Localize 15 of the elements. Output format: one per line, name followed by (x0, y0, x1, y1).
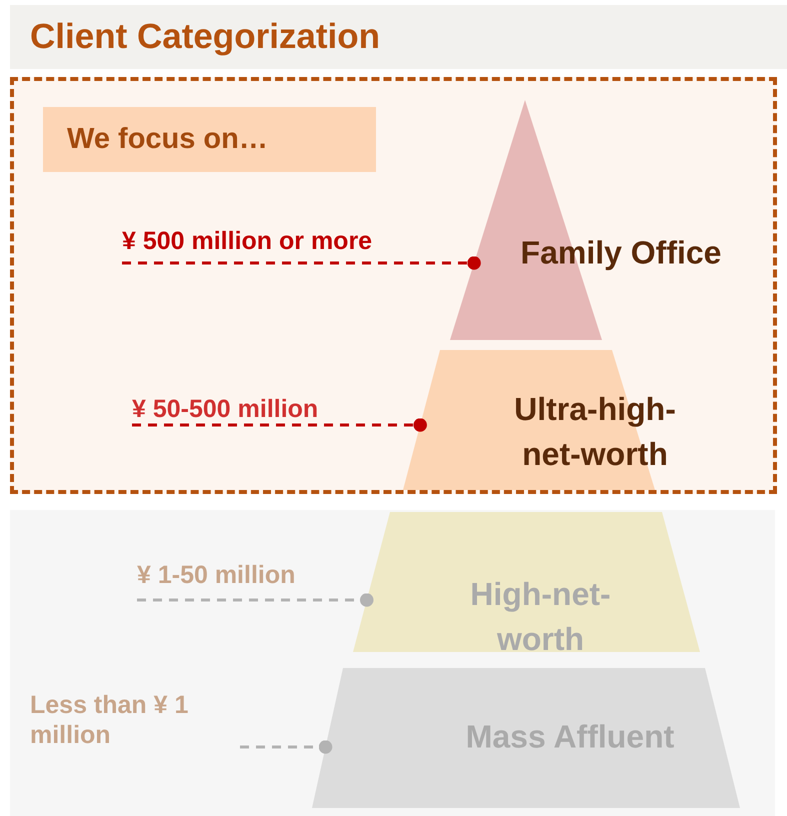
leader-line (240, 740, 332, 754)
title: Client Categorization (30, 17, 380, 57)
panel-background (10, 510, 775, 816)
amount-label: Less than ¥ 1 million (30, 690, 240, 764)
tier-label: High-net-worth (469, 575, 612, 659)
focus-region (10, 77, 777, 494)
focus-banner: We focus on… (43, 107, 376, 172)
leader-line (132, 418, 427, 432)
leader-line (122, 256, 481, 270)
leader-line (137, 593, 374, 607)
amount-label: ¥ 50-500 million (132, 394, 382, 427)
amount-label: ¥ 500 million or more (122, 226, 440, 263)
tier-label: Ultra-high-net-worth (513, 390, 677, 474)
amount-label: ¥ 1-50 million (137, 560, 342, 600)
tier-label: Family Office (520, 234, 722, 273)
